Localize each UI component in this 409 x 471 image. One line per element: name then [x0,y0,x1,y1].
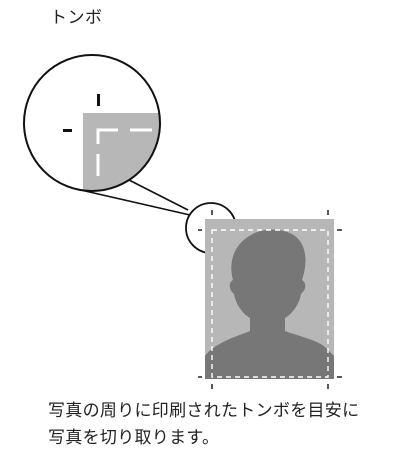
magnified-dashed-cut-line [96,128,152,176]
dashed-cut-line [211,229,329,378]
magnified-crop-mark-left [63,129,72,132]
crop-marks [198,210,342,389]
crop-mark-diagram [23,54,342,389]
photo-with-crop-marks [198,210,342,389]
caption-line-1: 写真の周りに印刷されたトンボを目安に [48,401,360,421]
person-silhouette-icon [205,229,334,379]
magnifier-circle-icon [23,54,161,192]
caption-line-2: 写真を切り取ります。 [48,428,220,448]
magnified-crop-mark-detail [23,54,161,192]
diagram-title: トンボ [50,8,103,28]
connector-line-right [128,179,189,211]
connector-line-left [71,187,191,216]
instruction-caption: 写真の周りに印刷されたトンボを目安に 写真を切り取ります。 [48,398,403,452]
magnified-crop-mark-top [97,94,100,106]
